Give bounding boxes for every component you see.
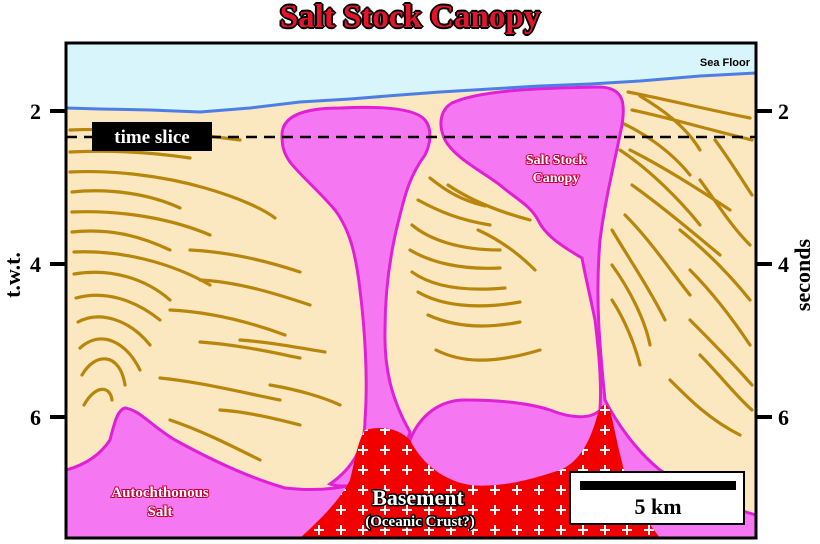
scale-bar-label: 5 km bbox=[634, 494, 681, 519]
sea-floor-label: Sea Floor bbox=[700, 57, 751, 69]
basement-label-line1: Basement bbox=[372, 485, 464, 510]
autochthonous-salt-label-line2: Salt bbox=[147, 504, 172, 520]
water-column bbox=[66, 43, 756, 112]
axis-ticks bbox=[50, 109, 772, 419]
right-tick-label: 4 bbox=[778, 252, 789, 277]
time-slice-label-box bbox=[92, 122, 212, 151]
left-tick-label: 6 bbox=[30, 405, 41, 430]
autochthonous-salt-label-line1: Autochthonous bbox=[111, 485, 209, 501]
right-tick-label: 6 bbox=[778, 405, 789, 430]
canopy-label-line2: Canopy bbox=[533, 171, 580, 186]
diagram-title: Salt Stock Canopy bbox=[279, 0, 541, 35]
right-axis-title: seconds bbox=[790, 239, 815, 312]
canopy-label-line1: Salt Stock bbox=[526, 153, 587, 168]
left-tick-label: 4 bbox=[30, 252, 41, 277]
basement-label-line2: (Oceanic Crust?) bbox=[365, 514, 475, 530]
sea-floor-line bbox=[66, 71, 756, 114]
scale-bar: 5 km bbox=[569, 471, 745, 525]
time-slice-label: time slice bbox=[114, 127, 189, 148]
right-tick-label: 2 bbox=[778, 99, 789, 124]
section-frame bbox=[64, 41, 758, 540]
left-tick-label: 2 bbox=[30, 99, 41, 124]
left-axis-title: t.w.t. bbox=[0, 252, 25, 298]
salt-body bbox=[66, 85, 756, 538]
sediment-strata bbox=[68, 90, 754, 462]
